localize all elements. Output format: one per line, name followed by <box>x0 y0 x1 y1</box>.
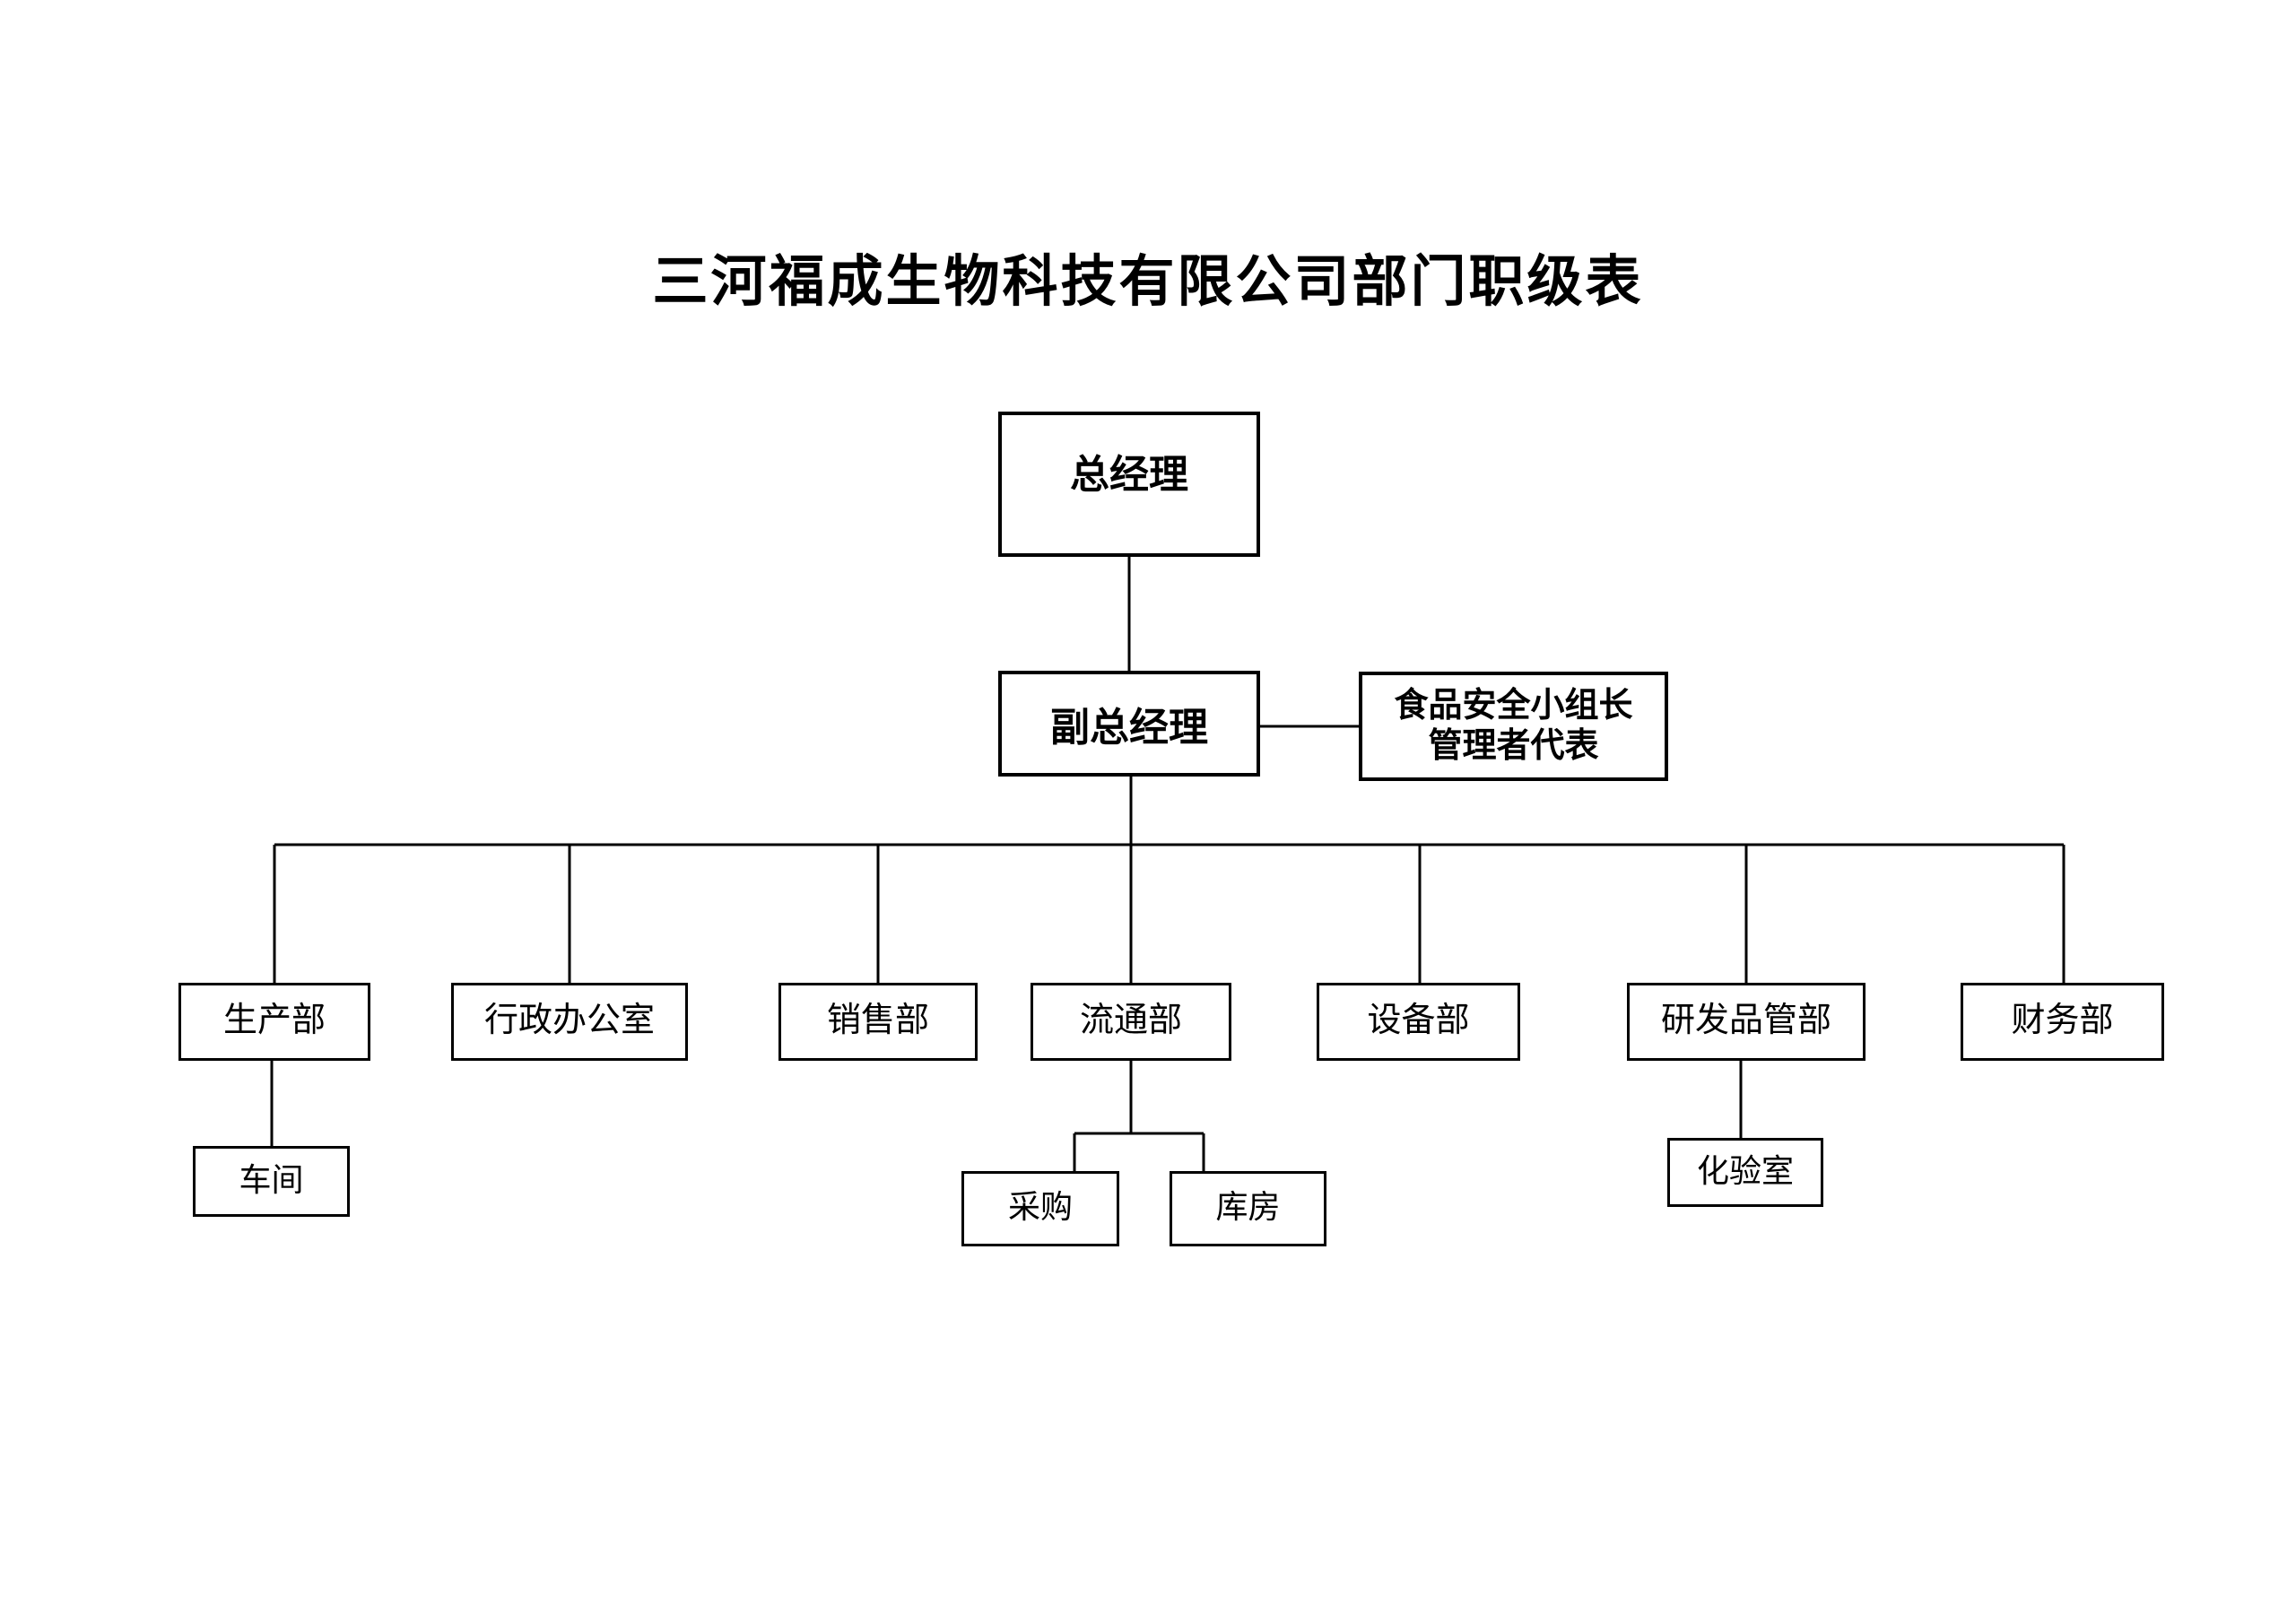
node-dept-equipment-label: 设备部 <box>1367 1002 1470 1039</box>
node-sub-workshop-label: 车间 <box>239 1161 304 1198</box>
node-dept-admin-office: 行政办公室 <box>451 983 688 1061</box>
node-sub-purchasing-label: 采购 <box>1007 1189 1073 1225</box>
node-dept-finance-label: 财务部 <box>2011 1002 2114 1039</box>
node-dept-rnd-quality: 研发品管部 <box>1627 983 1866 1061</box>
node-sub-laboratory-label: 化验室 <box>1696 1152 1794 1189</box>
node-dept-production-label: 生产部 <box>222 1002 326 1039</box>
node-sub-workshop: 车间 <box>193 1146 350 1217</box>
node-food-safety-line1: 食品安全小组长 <box>1394 687 1633 725</box>
node-dept-equipment: 设备部 <box>1317 983 1520 1061</box>
node-sub-warehouse-label: 库房 <box>1215 1189 1281 1225</box>
node-dept-sales-label: 销售部 <box>826 1002 929 1039</box>
node-general-manager: 总经理 <box>998 412 1260 557</box>
node-deputy-general-manager-label: 副总经理 <box>1050 706 1208 750</box>
node-dept-distribution: 流通部 <box>1031 983 1231 1061</box>
page-title: 三河福成生物科技有限公司部门职级表 <box>652 252 1644 313</box>
node-deputy-general-manager: 副总经理 <box>998 671 1260 777</box>
node-dept-finance: 财务部 <box>1961 983 2164 1061</box>
node-general-manager-label: 总经理 <box>1070 453 1188 497</box>
node-food-safety-team-leader: 食品安全小组长 管理者代表 <box>1359 672 1668 781</box>
node-dept-sales: 销售部 <box>778 983 978 1061</box>
node-food-safety-line2: 管理者代表 <box>1428 727 1599 765</box>
node-sub-warehouse: 库房 <box>1170 1171 1326 1246</box>
node-sub-purchasing: 采购 <box>961 1171 1119 1246</box>
node-dept-distribution-label: 流通部 <box>1079 1002 1182 1039</box>
node-dept-production: 生产部 <box>178 983 370 1061</box>
node-dept-admin-office-label: 行政办公室 <box>483 1002 655 1039</box>
node-sub-laboratory: 化验室 <box>1667 1138 1823 1207</box>
node-dept-rnd-quality-label: 研发品管部 <box>1660 1002 1831 1039</box>
